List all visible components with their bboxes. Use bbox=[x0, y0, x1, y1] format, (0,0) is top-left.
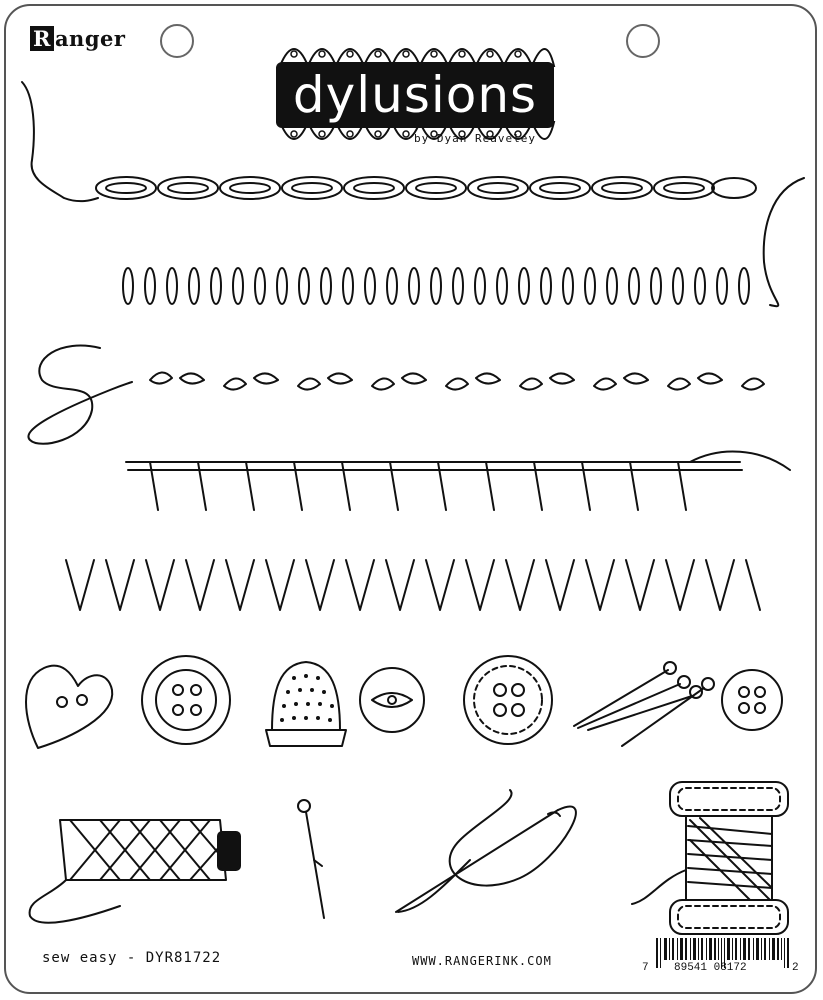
thread-end-right bbox=[689, 450, 791, 471]
thread-tail-left bbox=[21, 81, 99, 203]
thread-loose-end bbox=[631, 869, 687, 905]
barcode-lead-digit: 7 bbox=[642, 962, 649, 974]
two-hole-button bbox=[359, 667, 425, 733]
ranger-logo-text: anger bbox=[54, 26, 126, 51]
blanket-stitch-border bbox=[125, 450, 791, 511]
barcode-bars bbox=[656, 938, 789, 968]
pin bbox=[297, 799, 325, 919]
running-stitch-border bbox=[122, 267, 750, 305]
hanging-hole-left bbox=[160, 24, 194, 58]
ranger-logo-box: R bbox=[30, 26, 54, 51]
thimble bbox=[265, 661, 347, 747]
small-button bbox=[721, 669, 783, 731]
thread-loop-left bbox=[27, 344, 133, 445]
logo-byline: by Dyan Reaveley bbox=[414, 132, 536, 145]
thread-curl bbox=[448, 789, 577, 887]
thread-tail-right bbox=[762, 177, 805, 308]
dylusions-logo: dylusions bbox=[270, 22, 560, 152]
sheet-outline bbox=[4, 4, 817, 994]
product-url: WWW.RANGERINK.COM bbox=[412, 954, 552, 968]
hanging-hole-right bbox=[626, 24, 660, 58]
chain-stitch-border bbox=[21, 81, 805, 308]
barcode-check-digit: 2 bbox=[792, 962, 799, 974]
stitched-button bbox=[463, 655, 553, 745]
product-name: sew easy - DYR81722 bbox=[42, 950, 222, 966]
cotton-spool bbox=[631, 781, 789, 935]
thread-reel bbox=[28, 819, 241, 924]
needle-and-thread bbox=[395, 789, 577, 913]
thread-tail bbox=[28, 879, 121, 924]
zigzag-stitch-border bbox=[65, 559, 761, 611]
pins bbox=[573, 661, 715, 747]
barcode: 7 89541 08172 2 bbox=[640, 938, 800, 978]
barcode-digits: 89541 08172 bbox=[674, 962, 747, 974]
logo-title: dylusions bbox=[276, 62, 554, 128]
leaf-stitch-border bbox=[27, 344, 765, 445]
four-hole-button bbox=[141, 655, 231, 745]
heart-button bbox=[25, 664, 114, 749]
